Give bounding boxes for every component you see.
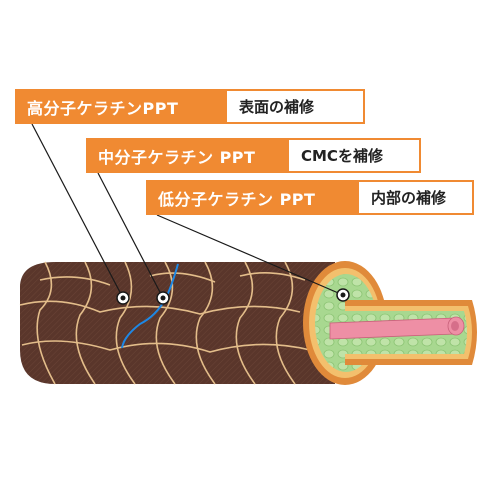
label-low-molecule: 低分子ケラチン PPT: [146, 180, 359, 215]
label-high-effect: 表面の補修: [227, 89, 365, 124]
label-high-molecular: 高分子ケラチンPPT 表面の補修: [15, 89, 365, 124]
label-mid-molecule: 中分子ケラチン PPT: [86, 138, 289, 173]
label-low-molecular: 低分子ケラチン PPT 内部の補修: [146, 180, 474, 215]
cross-section: [303, 261, 477, 385]
label-low-effect: 内部の補修: [359, 180, 474, 215]
hair-shaft: [20, 262, 335, 384]
label-mid-molecular: 中分子ケラチン PPT CMCを補修: [86, 138, 421, 173]
label-mid-effect: CMCを補修: [289, 138, 421, 173]
cuticle-scales: [19, 261, 311, 385]
label-high-molecule: 高分子ケラチンPPT: [15, 89, 227, 124]
cmc-line: [121, 263, 179, 349]
pointer-lines: [31, 123, 344, 299]
